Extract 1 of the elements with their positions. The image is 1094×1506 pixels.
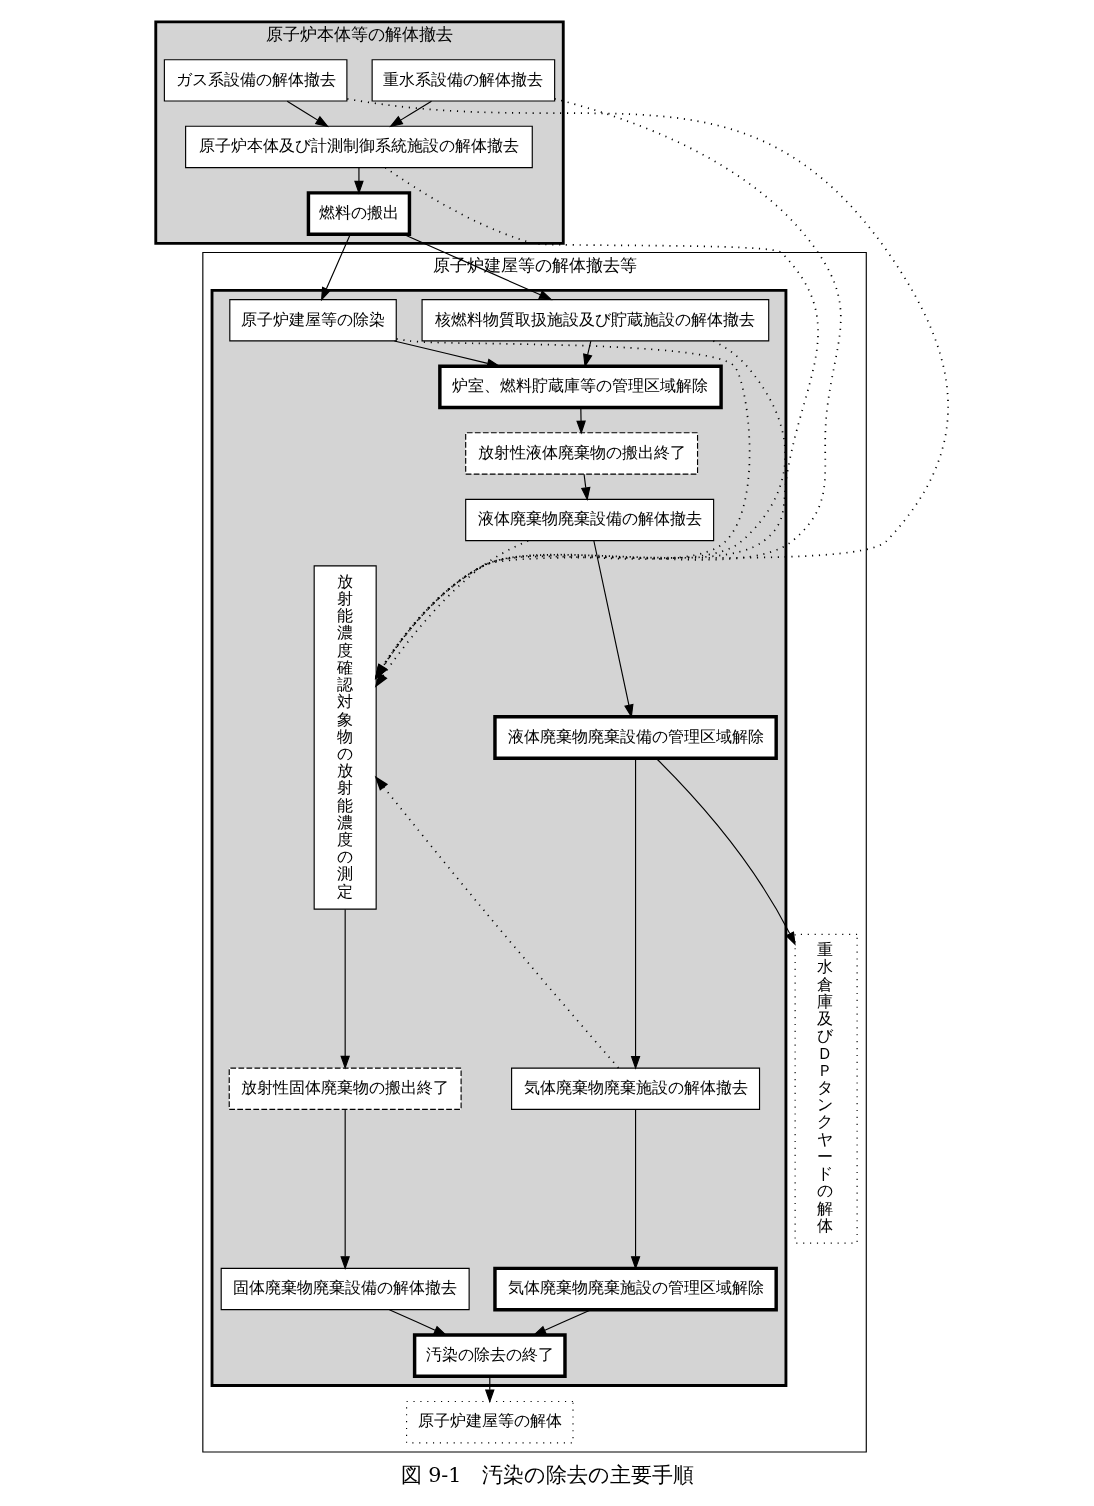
caption: 図 9-1 汚染の除去の主要手順 [400,1463,694,1488]
